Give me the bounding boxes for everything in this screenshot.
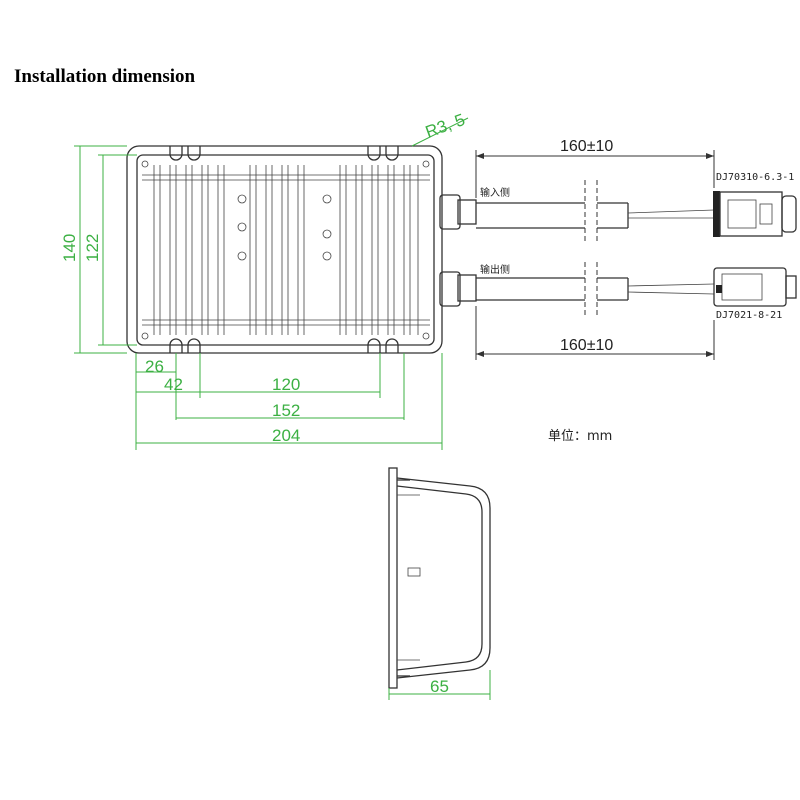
connector-top-label: DJ70310-6.3-1 <box>716 172 794 183</box>
cable-length-dims <box>475 150 715 360</box>
unit-label: 单位：mm <box>548 429 612 444</box>
depth-dim <box>388 670 491 700</box>
input-side-label: 输入侧 <box>480 186 510 199</box>
radius-label: R3, 5 <box>423 110 468 142</box>
height-dims <box>74 145 137 354</box>
width-120-label: 120 <box>272 375 300 394</box>
connector-bottom-label: DJ7021-8-21 <box>716 310 782 321</box>
width-dims <box>135 353 443 450</box>
width-204-label: 204 <box>272 426 300 445</box>
depth-label: 65 <box>430 677 449 696</box>
input-cable <box>439 194 715 230</box>
height-outer-label: 140 <box>60 234 79 262</box>
break-marks <box>584 180 598 318</box>
module-top-view <box>126 145 443 354</box>
radius-leader <box>411 117 469 147</box>
output-side-label: 输出侧 <box>480 263 510 276</box>
connector-bottom-icon <box>713 267 797 307</box>
cable-length-bottom: 160±10 <box>560 337 613 354</box>
width-26-label: 26 <box>145 357 164 376</box>
connector-top-icon <box>713 191 797 237</box>
height-inner-label: 122 <box>83 234 102 262</box>
width-42-label: 42 <box>164 375 183 394</box>
heatsink-fins <box>153 165 419 335</box>
cable-length-top: 160±10 <box>560 138 613 155</box>
output-cable <box>439 271 715 307</box>
page-title: Installation dimension <box>14 66 196 87</box>
width-152-label: 152 <box>272 401 300 420</box>
module-side-view <box>388 467 491 689</box>
